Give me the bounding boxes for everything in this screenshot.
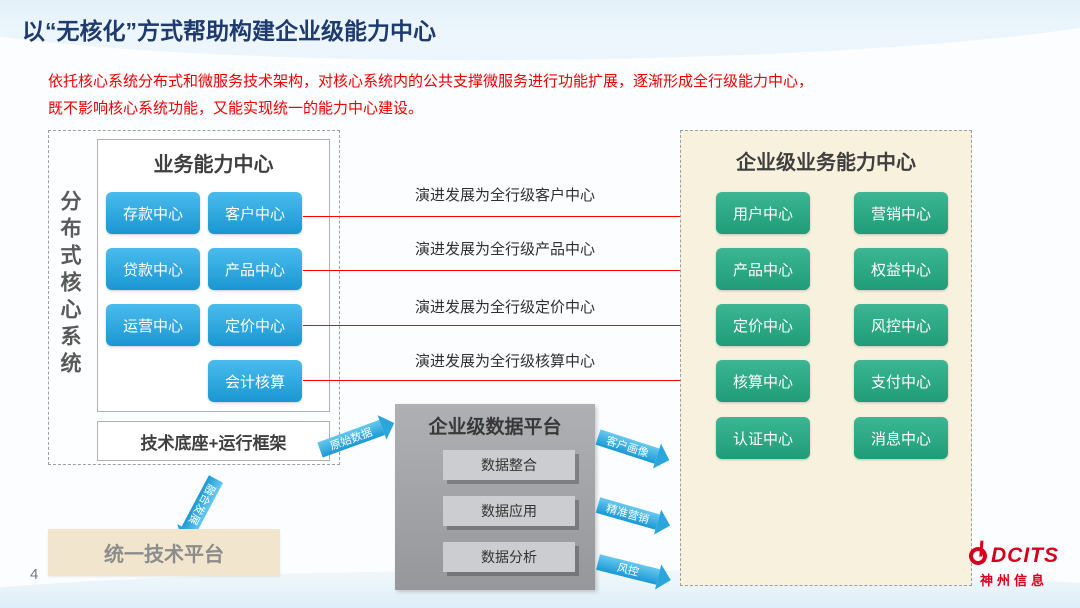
precision-marketing-arrow-label: 精准营销 <box>604 502 651 527</box>
dcits-company-name: 神州信息 <box>979 573 1048 588</box>
evolution-label-pricing: 演进发展为全行级定价中心 <box>414 299 595 316</box>
deposit-center-button: 存款中心 <box>106 192 200 234</box>
evolution-arrow-customer <box>303 212 723 220</box>
evolution-label-accounting: 演进发展为全行级核算中心 <box>414 353 595 370</box>
user-center-button: 用户中心 <box>716 192 810 234</box>
precision-marketing-arrow: 精准营销 <box>594 493 674 539</box>
evolution-arrow-accounting <box>303 376 723 384</box>
page-number: 4 <box>30 566 39 583</box>
data-integration-item: 数据整合 <box>443 450 575 480</box>
accounting-button: 会计核算 <box>208 360 302 402</box>
evolution-label-product: 演进发展为全行级产品中心 <box>414 241 595 258</box>
fusion-arrow-label: 融合发展 <box>185 481 218 527</box>
enterprise-capability-title: 企业级业务能力中心 <box>736 152 916 174</box>
data-analysis-item: 数据分析 <box>443 542 575 572</box>
marketing-center-button: 营销中心 <box>854 192 948 234</box>
subtitle-line-1: 依托核心系统分布式和微服务技术架构，对核心系统内的公共支撑微服务进行功能扩展，逐… <box>48 73 814 90</box>
data-platform-title: 企业级数据平台 <box>428 417 562 438</box>
evolution-label-customer: 演进发展为全行级客户中心 <box>414 187 595 204</box>
business-capability-center-title: 业务能力中心 <box>153 154 274 176</box>
rights-center-button: 权益中心 <box>854 248 948 290</box>
subtitle-line-2: 既不影响核心系统功能，又能实现统一的能力中心建设。 <box>48 100 424 117</box>
tech-base-framework-box: 技术底座+运行框架 <box>97 421 330 461</box>
pricing-center-button: 定价中心 <box>208 304 302 346</box>
distributed-core-system-label: 分布式核心系统 <box>58 190 81 379</box>
product-center-button: 产品中心 <box>208 248 302 290</box>
evolution-arrow-product <box>303 266 723 274</box>
operation-center-button: 运营中心 <box>106 304 200 346</box>
risk-center-button: 风控中心 <box>854 304 948 346</box>
dcits-logo-icon <box>966 544 990 568</box>
payment-center-button: 支付中心 <box>854 360 948 402</box>
data-platform-box: 企业级数据平台 数据整合 数据应用 数据分析 <box>395 404 595 590</box>
auth-center-button: 认证中心 <box>716 417 810 459</box>
unified-tech-platform-box: 统一技术平台 <box>48 529 280 576</box>
risk-control-arrow-label: 风控 <box>615 561 640 579</box>
page-title: 以“无核化”方式帮助构建企业级能力中心 <box>22 18 436 44</box>
dcits-logo: DCITS 神州信息 <box>958 544 1070 589</box>
enterprise-product-center-button: 产品中心 <box>716 248 810 290</box>
accounting-center-button: 核算中心 <box>716 360 810 402</box>
data-application-item: 数据应用 <box>443 496 575 526</box>
evolution-arrow-pricing <box>303 321 723 329</box>
subtitle-text: 依托核心系统分布式和微服务技术架构，对核心系统内的公共支撑微服务进行功能扩展，逐… <box>48 68 1008 122</box>
customer-center-button: 客户中心 <box>208 192 302 234</box>
loan-center-button: 贷款中心 <box>106 248 200 290</box>
customer-profile-arrow: 客户画像 <box>594 425 674 473</box>
message-center-button: 消息中心 <box>854 417 948 459</box>
enterprise-pricing-center-button: 定价中心 <box>716 304 810 346</box>
customer-profile-arrow-label: 客户画像 <box>604 435 650 461</box>
dcits-brand-text: DCITS <box>991 544 1059 567</box>
